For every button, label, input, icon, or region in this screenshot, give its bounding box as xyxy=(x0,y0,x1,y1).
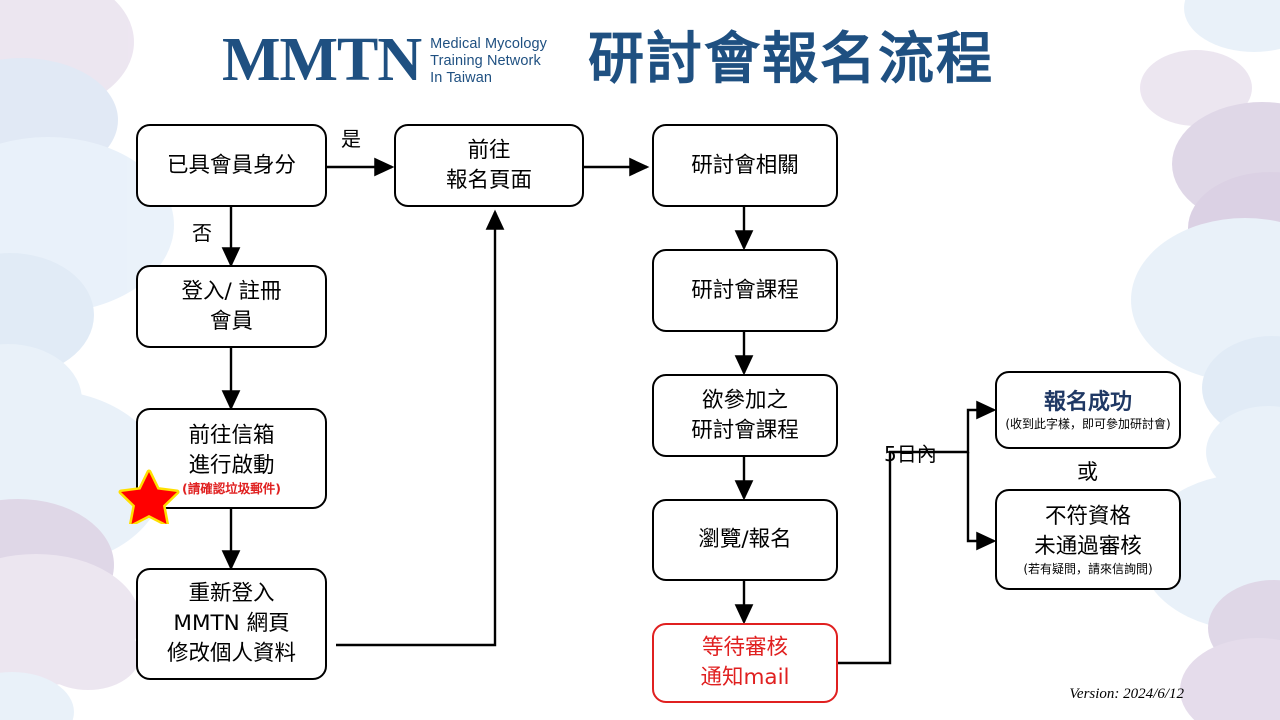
logo-tagline-line-2: Training Network xyxy=(430,53,541,69)
logo-tagline-line-3: In Taiwan xyxy=(430,70,493,86)
node-relogin-profile[interactable]: 重新登入 MMTN 網頁 修改個人資料 xyxy=(136,568,327,680)
mmtn-logo: MMTN Medical Mycology Training Network I… xyxy=(222,26,547,94)
edge-label-or: 或 xyxy=(1077,460,1098,484)
node-seminar-info-line-1: 研討會相關 xyxy=(691,152,799,178)
node-signup-rejected-line-1: 不符資格 xyxy=(1044,504,1131,529)
node-choose-course-line-1: 欲參加之 xyxy=(701,387,788,413)
node-relogin-profile-line-2: MMTN 網頁 xyxy=(173,611,290,636)
node-register-account-line-2: 會員 xyxy=(209,308,253,334)
edge-label-within-5-days: 5日內 xyxy=(884,442,937,466)
page-title: 研討會報名流程 xyxy=(588,27,994,92)
node-register-account-line-1: 登入/ 註冊 xyxy=(181,278,282,304)
node-browse-signup-line-1: 瀏覽/報名 xyxy=(698,527,792,552)
node-seminar-courses[interactable]: 研討會課程 xyxy=(652,249,838,332)
node-choose-course-line-2: 研討會課程 xyxy=(691,417,799,443)
version-label: Version: 2024/6/12 xyxy=(1069,686,1184,702)
node-register-account[interactable]: 登入/ 註冊 會員 xyxy=(136,265,327,348)
node-await-review-line-1: 等待審核 xyxy=(701,635,788,660)
logo-tagline-line-1: Medical Mycology xyxy=(430,36,548,52)
edge-label-no: 否 xyxy=(192,221,212,245)
node-signup-success-title: 報名成功 xyxy=(1043,389,1132,415)
edge-await-to-rejected xyxy=(966,452,997,551)
node-choose-course[interactable]: 欲參加之 研討會課程 xyxy=(652,374,838,457)
node-go-signup-page[interactable]: 前往 報名頁面 xyxy=(394,124,584,207)
node-browse-signup[interactable]: 瀏覽/報名 xyxy=(652,499,838,581)
warning-star-icon xyxy=(118,469,180,524)
edge-relogin-back-to-signup xyxy=(336,209,505,647)
node-relogin-profile-line-3: 修改個人資料 xyxy=(166,641,296,666)
node-member-check[interactable]: 已具會員身分 xyxy=(136,124,327,207)
node-await-review[interactable]: 等待審核 通知mail xyxy=(652,623,838,703)
node-relogin-profile-line-1: 重新登入 xyxy=(188,581,275,606)
node-member-check-line-1: 已具會員身分 xyxy=(166,152,296,178)
node-signup-rejected-line-2: 未通過審核 xyxy=(1034,534,1142,559)
logo-tagline: Medical Mycology Training Network In Tai… xyxy=(430,36,547,87)
node-signup-success[interactable]: 報名成功 (收到此字樣，即可參加研討會) xyxy=(995,371,1181,449)
node-go-signup-page-line-1: 前往 xyxy=(467,137,511,163)
node-signup-success-subtitle: (收到此字樣，即可參加研討會) xyxy=(1005,416,1171,431)
node-await-review-line-2: 通知mail xyxy=(700,665,790,690)
node-seminar-courses-line-1: 研討會課程 xyxy=(691,277,799,303)
edge-label-yes: 是 xyxy=(341,127,361,151)
node-go-signup-page-line-2: 報名頁面 xyxy=(445,167,532,193)
node-activate-mail-note: (請確認垃圾郵件) xyxy=(182,480,281,496)
node-signup-rejected-subtitle: (若有疑問，請來信詢問) xyxy=(1023,562,1153,576)
node-activate-mail-line-1: 前往信箱 xyxy=(188,422,275,448)
node-activate-mail-line-2: 進行啟動 xyxy=(188,452,275,478)
node-activate-mail[interactable]: 前往信箱 進行啟動 (請確認垃圾郵件) xyxy=(136,408,327,509)
logo-wordmark: MMTN xyxy=(222,26,422,94)
node-signup-rejected[interactable]: 不符資格 未通過審核 (若有疑問，請來信詢問) xyxy=(995,489,1181,590)
node-seminar-info[interactable]: 研討會相關 xyxy=(652,124,838,207)
header: MMTN Medical Mycology Training Network I… xyxy=(0,0,1280,112)
